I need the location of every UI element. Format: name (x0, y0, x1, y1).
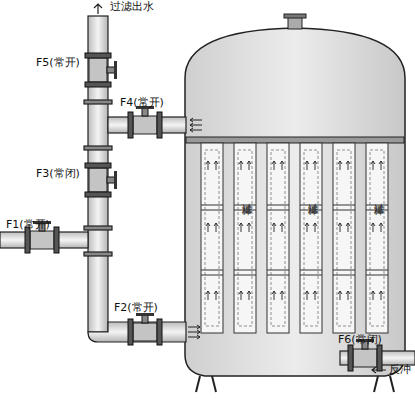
flow-arrows (188, 118, 202, 339)
rod-label: 过滤棒 (240, 195, 253, 198)
rod-label: 过滤棒 (306, 195, 319, 198)
valve-label: 反冲 (389, 363, 411, 376)
pipework (0, 4, 415, 373)
valve-label: F2(常开) (114, 301, 158, 314)
valve-label: F3(常闭) (36, 167, 80, 180)
rod-label: 过滤棒 (372, 195, 385, 198)
valves (25, 53, 382, 371)
valve-label: F6(常闭) (338, 333, 382, 346)
valve-label: 过滤出水 (110, 0, 154, 13)
filter-vessel (185, 14, 405, 392)
filter-rods (201, 143, 388, 333)
valve-label: F5(常开) (36, 56, 80, 69)
valve-label: F4(常开) (120, 96, 164, 109)
valve-label: F1(常开) (6, 218, 50, 231)
